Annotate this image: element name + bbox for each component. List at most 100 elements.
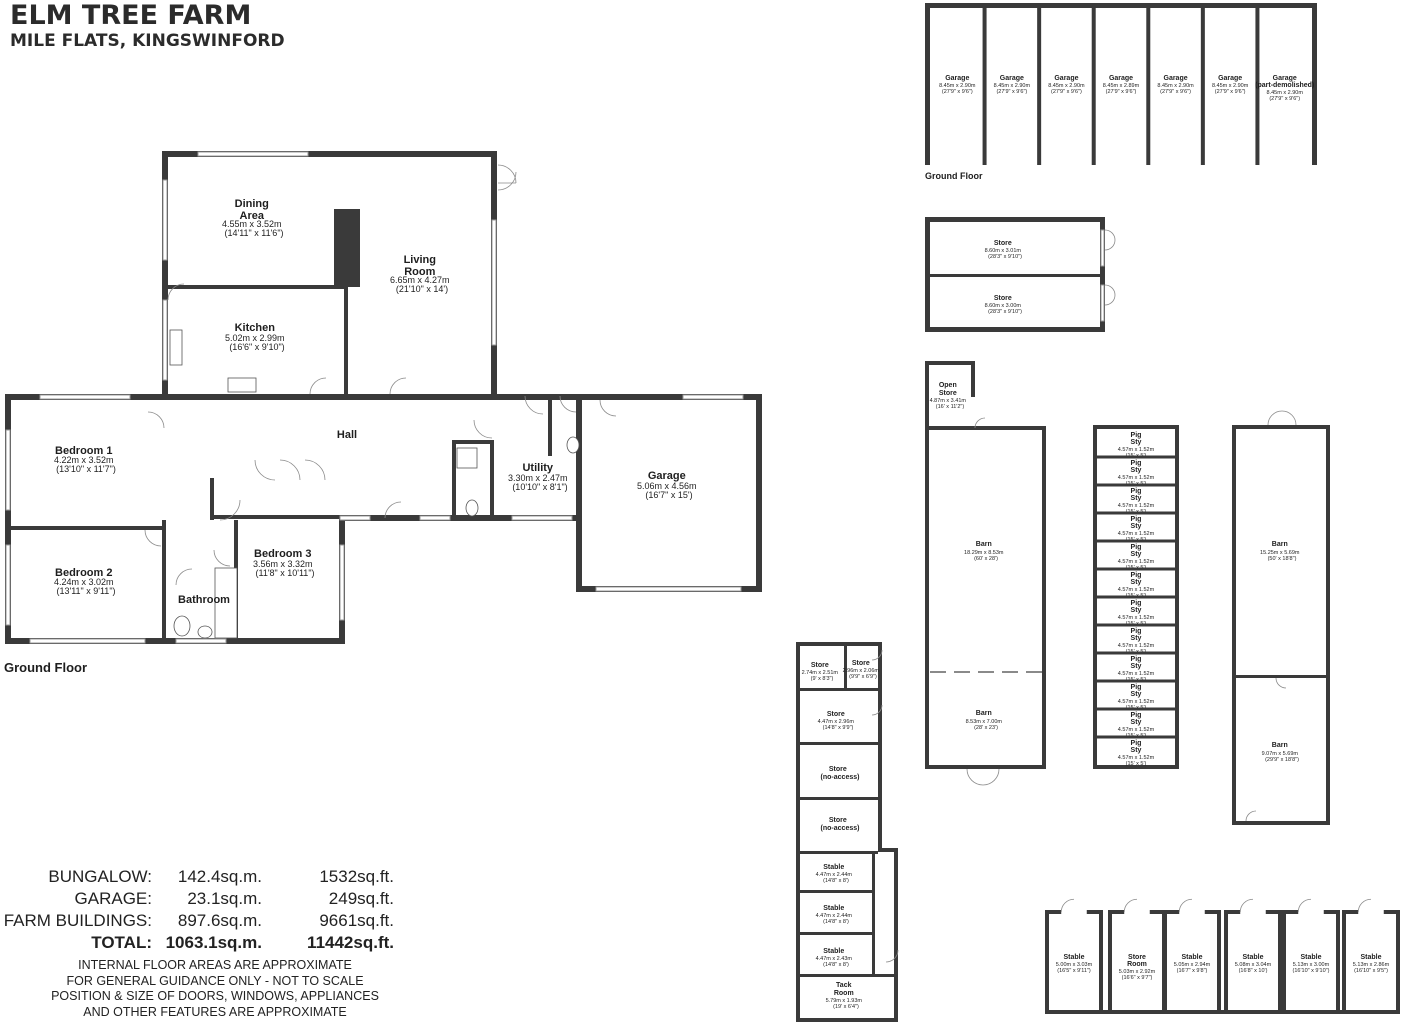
pig-sty-2-name: Pig: [1131, 460, 1142, 467]
barn-a-open-store-dims-m: 4.87m x 3.41m: [930, 398, 967, 404]
room-name-hall: Hall: [337, 429, 357, 441]
svg-text:Store 8.60m x 3.00m: Store 8.60m x 3.00m (28'3" x 9'10"): [985, 287, 1026, 315]
stable-row-wall: [1224, 910, 1241, 914]
stable-block-stable-1-dims-ft: (14'8" x 8'): [823, 878, 849, 884]
pig-sty-3-name: Pig: [1131, 488, 1142, 495]
pig-sty-divider-wall: [1097, 623, 1175, 627]
barn-b-small-dims-m: 9.07m x 5.69m: [1262, 751, 1299, 757]
area-row-farm-buildings: FARM BUILDINGS: 897.6sq.m. 9661sq.ft.: [0, 910, 400, 932]
store-1-name: Store: [994, 240, 1012, 247]
garage-divider-wall: [1091, 3, 1096, 165]
pig-sty-5-name: Pig: [1131, 544, 1142, 551]
barn-a-main-dims-m: 18.29m x 8.53m: [964, 550, 1004, 556]
svg-text:Store (no-access): Store (no-access): [821, 758, 860, 781]
pig-sty-10-name: Sty: [1131, 691, 1142, 698]
stable-block-stable-3-dims-ft: (14'8" x 8'): [823, 962, 849, 968]
note-line: AND OTHER FEATURES ARE APPROXIMATE: [83, 1004, 347, 1019]
pig-sty-divider-wall: [1097, 679, 1175, 683]
pig-sty-5-name: Sty: [1131, 551, 1142, 558]
garage-unit-7-dims-m: 8.45m x 2.90m: [1267, 90, 1304, 96]
stable-block-store-1-dims-m: 2.74m x 2.51m: [802, 670, 839, 676]
svg-text:Dining Area 4.: Dining Area 4.55m x 3.52m (14'11" x 11'6…: [222, 194, 286, 238]
pig-sty-12-name: Sty: [1131, 747, 1142, 754]
pig-sty-12-name: Pig: [1131, 740, 1142, 747]
stable-row-wall: [1342, 910, 1346, 1014]
garage-unit-3-dims-m: 8.45m x 2.90m: [1048, 83, 1085, 89]
room-dims-garage-ft: (16'7" x 15'): [645, 490, 692, 500]
pig-sty-6-name: Sty: [1131, 579, 1142, 586]
pig-sty-11-name: Pig: [1131, 712, 1142, 719]
garage-unit-1-dims-ft: (27'9" x 9'6"): [942, 89, 973, 95]
garage-divider-wall: [1037, 3, 1042, 165]
pig-sty-divider-wall: [1097, 595, 1175, 599]
pig-sty-4-name: Pig: [1131, 516, 1142, 523]
stable-row-wall: [1217, 910, 1221, 1014]
pig-sty-divider-wall: [1097, 483, 1175, 487]
garage-unit-1-dims-m: 8.45m x 2.90m: [939, 83, 976, 89]
stable-row-5-dims-ft: (16'10" x 9'10"): [1293, 968, 1330, 974]
store-1-dims-ft: (28'3" x 9'10"): [988, 254, 1022, 260]
svg-text:Stable 4.47m x 2.44m: Stable 4.47m x 2.44m (14'8" x 8'): [816, 856, 857, 884]
pig-sty-1-dims-m: 4.57m x 1.52m: [1118, 447, 1155, 453]
barn-a-plan: Open Store 4.87m x 3.41m (16' x 11'2") B…: [925, 361, 1046, 786]
stable-row-1-dims-ft: (16'5" x 9'11"): [1057, 968, 1091, 974]
stable-block-store-3-dims-ft: (14'8" x 9'9"): [823, 725, 854, 731]
bungalow-plan: Dining Area 4.55m x 3.52m (14'11" x 11'6…: [4, 151, 762, 675]
room-dims-garage-m: 5.06m x 4.56m: [637, 481, 697, 491]
pig-sty-2-name: Sty: [1131, 467, 1142, 474]
stable-row-2-name: Room: [1127, 961, 1147, 968]
pig-sty-10-name: Pig: [1131, 684, 1142, 691]
area-label: BUNGALOW:: [48, 867, 152, 886]
stable-block-store-4-line2: (no-access): [821, 774, 860, 781]
garage-unit-1-name: Garage: [945, 75, 969, 82]
garage-unit-6-name: Garage: [1218, 75, 1242, 82]
garage-unit-3-name: Garage: [1054, 75, 1078, 82]
stable-block-store-2-dims-m: 2.96m x 2.06m: [843, 668, 880, 674]
stable-block-store-5-line1: Store: [829, 817, 847, 824]
room-dims-kitchen-m: 5.02m x 2.99m: [225, 333, 285, 343]
stable-row-wall: [1265, 910, 1282, 914]
stable-row-6-name: Stable: [1360, 954, 1381, 961]
stable-block-stable-2-dims-m: 4.47m x 2.44m: [816, 913, 853, 919]
pig-sty-7-dims-m: 4.57m x 1.52m: [1118, 615, 1155, 621]
stable-row-wall: [1224, 910, 1228, 1014]
pig-sty-9-name: Sty: [1131, 663, 1142, 670]
svg-text:Barn 18.29m x 8.53m: Barn 18.29m x 8.53m (60' x 28'): [964, 533, 1008, 562]
garage-unit-7-dims-ft: (27'9" x 9'6"): [1269, 96, 1300, 102]
barn-a-open-store-line1: Open: [939, 382, 957, 389]
pig-sty-divider-wall: [1097, 567, 1175, 571]
stable-row-wall: [1282, 910, 1299, 914]
note-line: FOR GENERAL GUIDANCE ONLY - NOT TO SCALE: [66, 973, 364, 988]
stable-row-wall: [1163, 910, 1167, 1014]
area-row-bungalow: BUNGALOW: 142.4sq.m. 1532sq.ft.: [0, 866, 400, 888]
pig-sty-2-dims-m: 4.57m x 1.52m: [1118, 475, 1155, 481]
stable-row-6-dims-ft: (16'10" x 9'5"): [1354, 968, 1388, 974]
area-label: TOTAL:: [91, 933, 152, 952]
stable-row-wall: [1045, 910, 1049, 1014]
barn-b-small-name: Barn: [1272, 742, 1288, 749]
svg-text:Store (no-access): Store (no-access): [821, 809, 860, 832]
svg-text:Open Store 4.87m x: Open Store 4.87m x 3.41m (16' x 11'2"): [930, 374, 971, 410]
area-sqm: 1063.1sq.m.: [165, 933, 262, 952]
room-dims-bedroom2-ft: (13'11" x 9'11"): [56, 586, 115, 596]
stable-row-2-name: Store: [1128, 954, 1146, 961]
store-2-dims-m: 8.60m x 3.00m: [985, 303, 1022, 309]
pig-sty-divider-wall: [1097, 735, 1175, 739]
garage-unit-7-name: (part-demolished): [1255, 82, 1314, 89]
stable-row-2-dims-m: 5.03m x 2.92m: [1119, 969, 1156, 975]
garage-unit-2-dims-ft: (27'9" x 9'6"): [996, 89, 1027, 95]
pig-sty-8-name: Sty: [1131, 635, 1142, 642]
pig-sty-8-name: Pig: [1131, 628, 1142, 635]
garage-unit-5-dims-ft: (27'9" x 9'6"): [1160, 89, 1191, 95]
